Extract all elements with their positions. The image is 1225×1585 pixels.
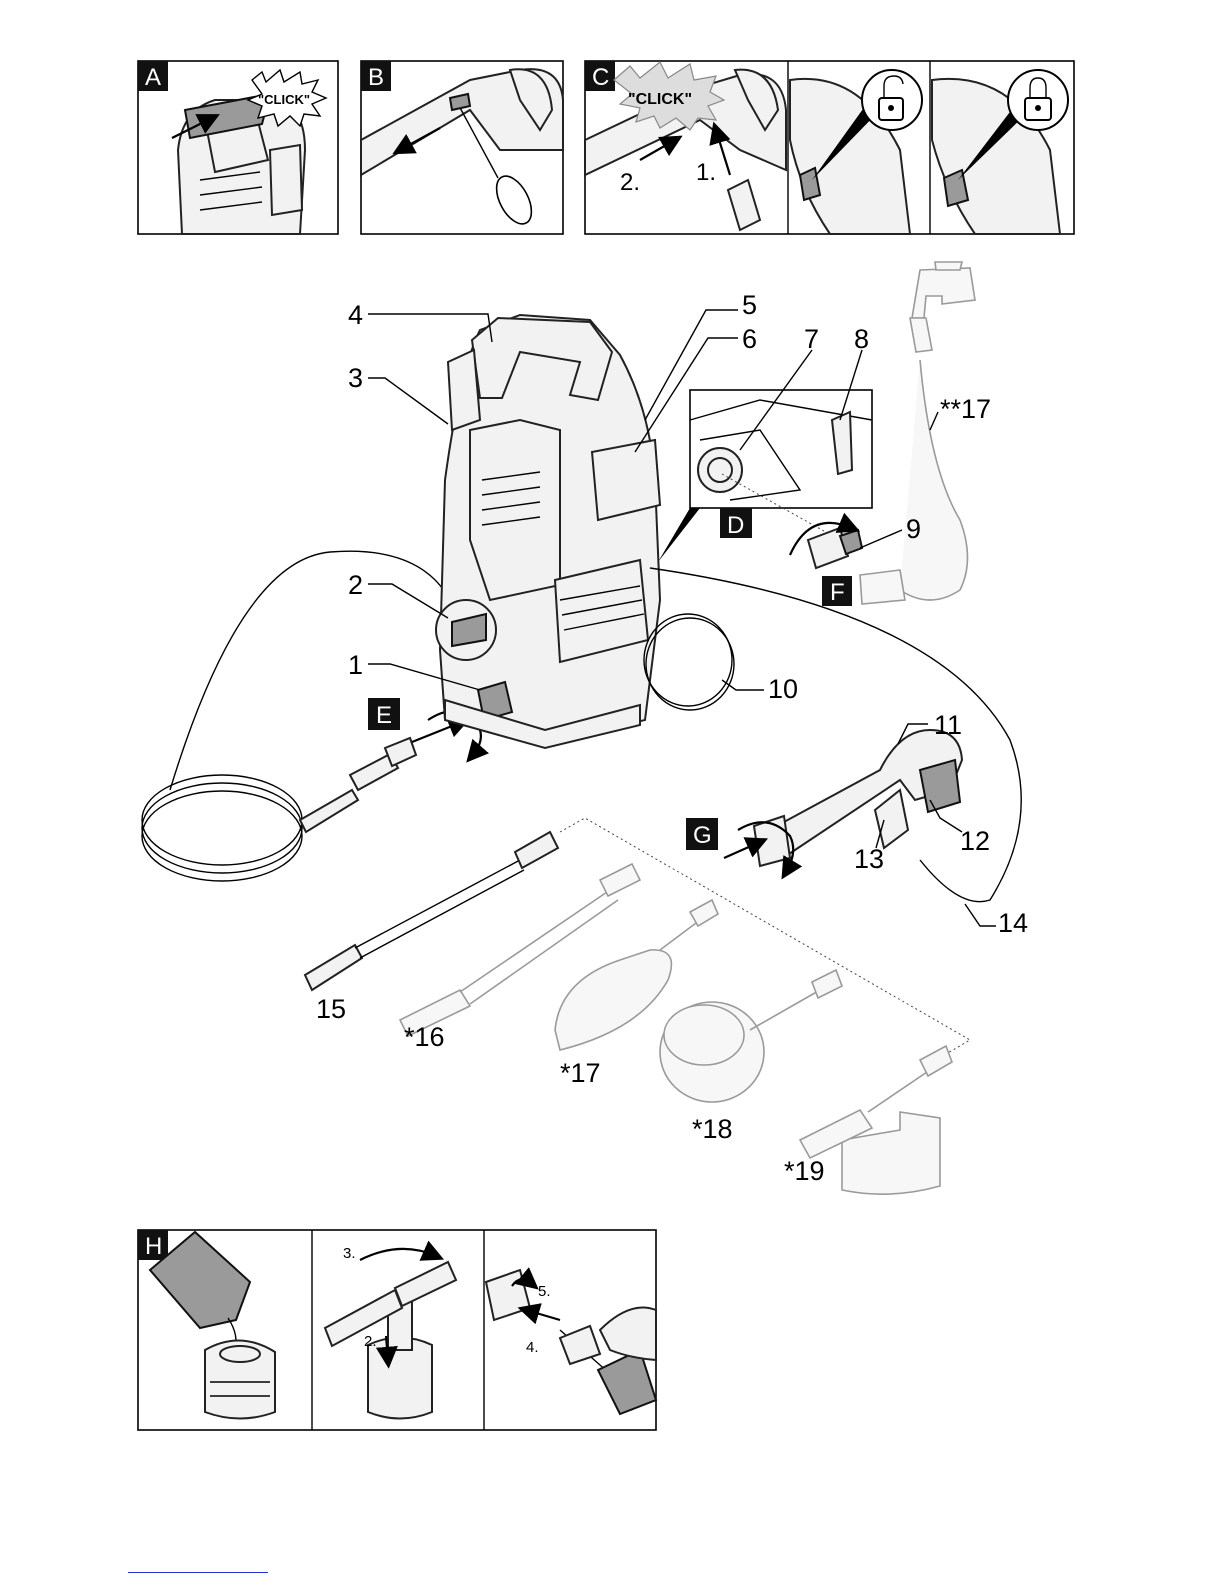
step-letter-f: F bbox=[830, 579, 845, 606]
callout-17: *17 bbox=[560, 1058, 601, 1088]
callout-11: 11 bbox=[934, 710, 962, 740]
callout-13: 13 bbox=[854, 844, 884, 874]
callout-9: 9 bbox=[906, 514, 921, 544]
callout-6: 6 bbox=[742, 324, 757, 354]
panel-c: C "CLICK" 2. 1. bbox=[585, 61, 1074, 234]
panel-h: H 3. 2. 5. 4. bbox=[138, 1230, 656, 1430]
machine-illustration: D F G E bbox=[142, 262, 1021, 1194]
panel-a-letter: A bbox=[145, 64, 161, 91]
callout-15: 15 bbox=[316, 994, 346, 1024]
callout-19: *19 bbox=[784, 1156, 825, 1186]
step-letter-d: D bbox=[727, 512, 744, 539]
callout-10: 10 bbox=[768, 674, 798, 704]
panel-h-step-3: 3. bbox=[343, 1245, 356, 1262]
callout-17-hose: **17 bbox=[940, 394, 991, 424]
callout-7: 7 bbox=[804, 324, 819, 354]
panel-h-letter: H bbox=[145, 1233, 162, 1260]
panel-c-step-2: 2. bbox=[620, 169, 640, 196]
step-letter-e: E bbox=[376, 702, 392, 729]
footer-link-underline[interactable] bbox=[128, 1572, 268, 1573]
panel-h-step-2: 2. bbox=[364, 1333, 377, 1350]
callout-8: 8 bbox=[854, 324, 869, 354]
click-label-a: "CLICK" bbox=[258, 92, 310, 107]
panel-h-step-5: 5. bbox=[538, 1283, 551, 1300]
step-letter-g: G bbox=[693, 822, 712, 849]
panel-c-letter: C bbox=[592, 64, 609, 91]
callout-5: 5 bbox=[742, 290, 757, 320]
panel-h-step-4: 4. bbox=[526, 1339, 539, 1356]
callout-16: *16 bbox=[404, 1022, 445, 1052]
callout-4: 4 bbox=[348, 300, 363, 330]
callout-2: 2 bbox=[348, 570, 363, 600]
click-label-c: "CLICK" bbox=[628, 91, 692, 108]
callout-1: 1 bbox=[348, 650, 363, 680]
panel-a: A "CLICK" bbox=[138, 61, 338, 234]
panel-c-step-1: 1. bbox=[696, 159, 716, 186]
panel-b: B bbox=[361, 61, 563, 234]
callout-12: 12 bbox=[960, 826, 990, 856]
callout-18: *18 bbox=[692, 1114, 733, 1144]
callout-3: 3 bbox=[348, 363, 363, 393]
panel-b-letter: B bbox=[368, 64, 384, 91]
callout-14: 14 bbox=[998, 908, 1028, 938]
